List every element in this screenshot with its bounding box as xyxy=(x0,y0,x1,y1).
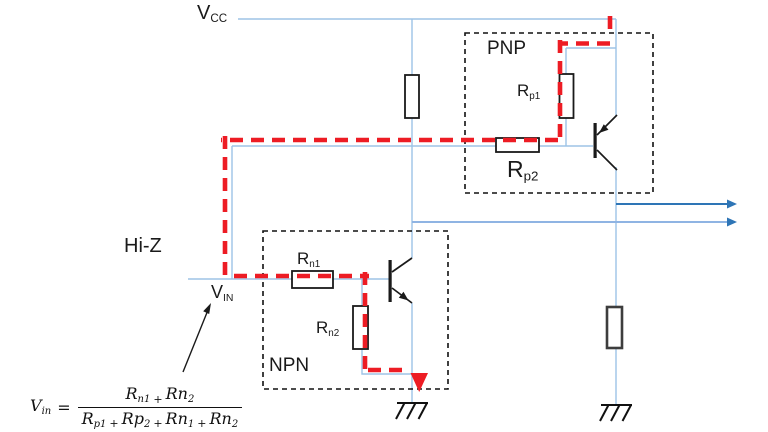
pullup-resistor xyxy=(404,74,420,119)
output-resistor xyxy=(605,305,624,350)
pnp-collector-lead xyxy=(596,149,618,171)
pnp-transistor xyxy=(593,114,618,171)
output-arrow-top xyxy=(616,199,737,209)
npn-transistor xyxy=(388,257,413,304)
rn1-label: Rn1 xyxy=(297,249,321,270)
pnp-emitter-arrow-icon xyxy=(599,124,609,133)
formula-lhs: Vin xyxy=(30,396,52,418)
red-ground-arrow-icon xyxy=(410,373,428,392)
pnp-region-box xyxy=(464,32,654,194)
vin-formula: Vin = Rn1+Rn2 Rp1+Rp2+Rn1+Rn2 xyxy=(30,384,243,430)
rp1-label: Rp1 xyxy=(517,81,541,102)
vin-label: VIN xyxy=(211,282,234,304)
formula-denominator: Rp1+Rp2+Rn1+Rn2 xyxy=(77,406,243,430)
pnp-base-bar xyxy=(593,123,597,158)
wires xyxy=(188,18,617,405)
npn-collector-lead xyxy=(391,257,413,273)
vcc-label: VCC xyxy=(197,3,227,25)
rn1-resistor xyxy=(291,270,334,289)
pnp-region-label: PNP xyxy=(487,38,527,59)
vin-annotation-arrow-head-icon xyxy=(203,303,211,314)
rn2-label: Rn2 xyxy=(316,318,340,339)
output-arrow-bottom-head-icon xyxy=(727,217,737,227)
npn-base-bar xyxy=(388,260,392,302)
vcc-label-sub: CC xyxy=(210,12,228,26)
formula-numerator: Rn1+Rn2 xyxy=(125,384,195,406)
npn-region-label: NPN xyxy=(269,355,310,376)
output-arrow-top-head-icon xyxy=(727,199,737,209)
formula-fraction: Rn1+Rn2 Rp1+Rp2+Rn1+Rn2 xyxy=(77,384,243,430)
ground-symbol-right xyxy=(599,404,632,422)
vin-annotation-arrow xyxy=(182,303,211,373)
output-arrow-bottom xyxy=(412,217,737,227)
npn-emitter-arrow-icon xyxy=(398,291,409,301)
npn-region-box xyxy=(262,230,449,390)
rp1-resistor xyxy=(558,73,575,119)
rp2-label: Rp2 xyxy=(507,156,539,184)
ground-symbol-left xyxy=(395,402,428,420)
vcc-label-base: V xyxy=(197,2,211,24)
current-path-highlight xyxy=(221,16,613,392)
hi-z-label: Hi-Z xyxy=(124,235,162,257)
formula-equals: = xyxy=(57,397,71,417)
rn2-bottom-lead-wire xyxy=(361,348,412,375)
